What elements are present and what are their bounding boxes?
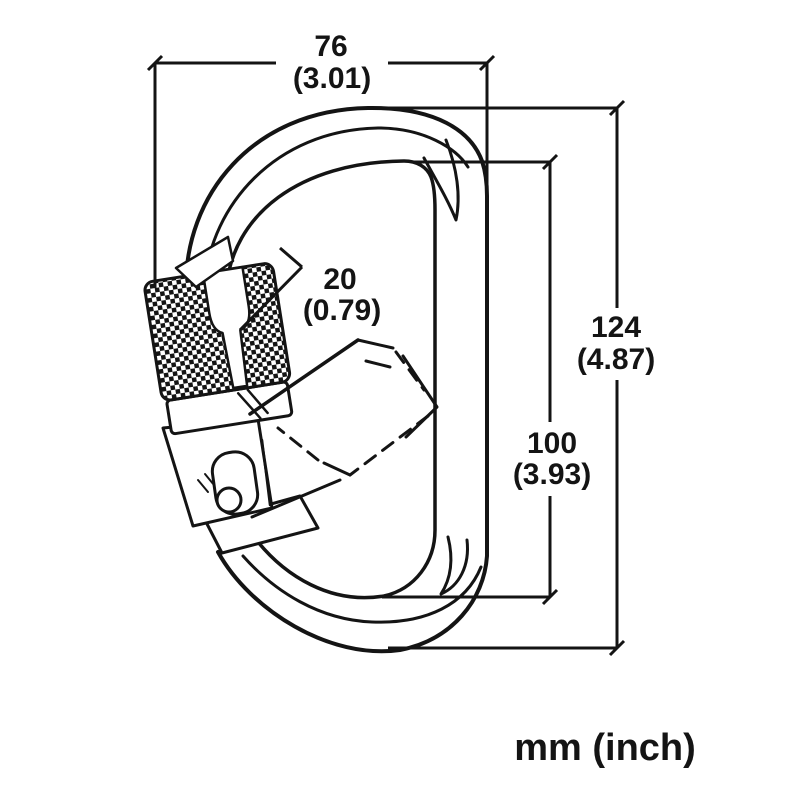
collar-hatch-1 (236, 392, 262, 420)
body-inner-outline (224, 159, 437, 600)
gate-open-phantom (248, 338, 439, 477)
gate-leader-stroke-upper (279, 246, 303, 269)
dim-inside-length: 100 (3.93) (382, 153, 591, 606)
dim-gate-opening-mm: 20 (323, 263, 356, 296)
dim-inside-length-inch: (3.93) (513, 458, 591, 491)
gate-open-top-corner-inner (364, 359, 392, 369)
gate-open-edge-dashed-left (276, 426, 320, 462)
dim-width-inch: (3.01) (293, 62, 371, 95)
units-label: mm (inch) (514, 727, 696, 769)
locking-sleeve (143, 262, 294, 436)
dim-height-inch: (4.87) (577, 343, 655, 376)
rod-crescent-bottom (439, 535, 469, 596)
hinge-rivet (215, 486, 243, 514)
hinge-texture-1 (197, 479, 209, 493)
hinge-texture-2 (204, 473, 215, 486)
gate-open-bottom-edge (250, 478, 342, 519)
gate-open-edge-dashed-right (394, 350, 426, 392)
gate-arm-edge-line (260, 438, 272, 507)
width-tick-left (146, 54, 164, 72)
height-tick-top (608, 99, 626, 117)
dim-inside-length-mm: 100 (527, 427, 577, 460)
gate-open-edge-solid (248, 338, 360, 416)
dim-height: 124 (4.87) (362, 99, 655, 657)
inside-tick-bottom (541, 588, 559, 606)
width-tick-right (478, 54, 496, 72)
gate-open-edge-dashed-bottom (348, 414, 430, 477)
collar-hatch-2 (246, 388, 269, 415)
gate-open-top-corner (356, 338, 395, 350)
dim-width: 76 (3.01) (146, 30, 496, 288)
gate-open-bottom-corner (322, 461, 352, 477)
dim-gate-opening-inch: (0.79) (303, 294, 381, 327)
rod-crescent-top (422, 138, 460, 222)
dim-gate-opening: 20 (0.79) (238, 246, 381, 332)
gate-tip-chevron (401, 354, 439, 439)
gate-leader-stroke-lower (238, 265, 304, 332)
sleeve-keyhole-slot (201, 265, 251, 390)
height-tick-bottom (608, 639, 626, 657)
nose-latch-tab (174, 235, 235, 289)
gate-hinge-assembly (161, 417, 342, 555)
inside-tick-top (541, 153, 559, 171)
dim-height-mm: 124 (591, 311, 641, 344)
dim-width-mm: 76 (314, 30, 347, 63)
rod-highlight-top (203, 126, 470, 284)
